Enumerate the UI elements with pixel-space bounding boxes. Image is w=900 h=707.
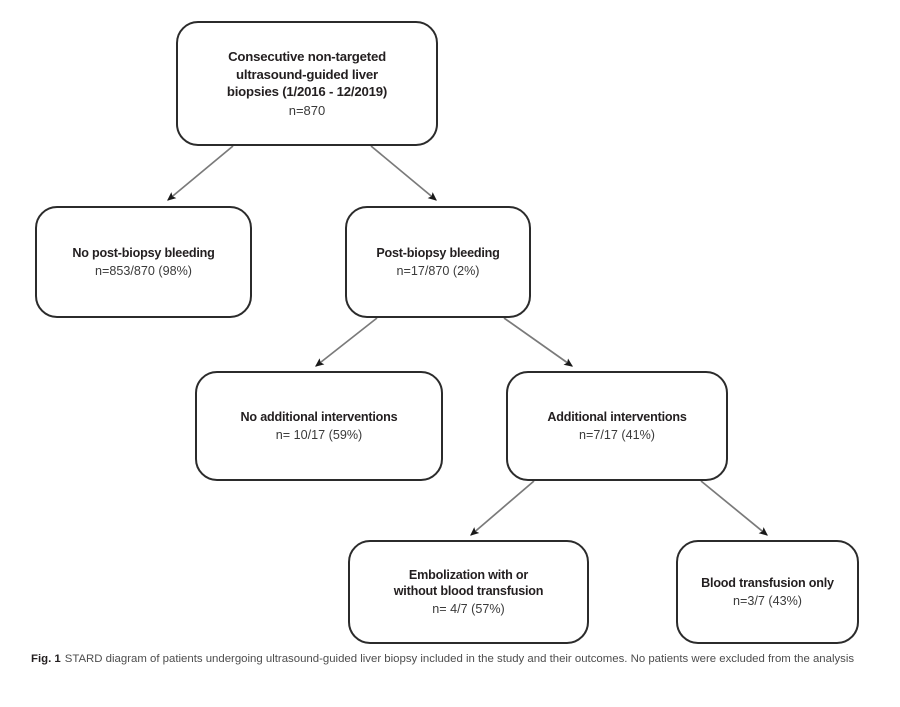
node-no-intervention-count: n= 10/17 (59%) bbox=[275, 427, 363, 442]
edge-cohort-to-no-bleeding bbox=[167, 145, 234, 201]
node-bleeding-title: Post-biopsy bleeding bbox=[376, 245, 500, 260]
node-cohort: Consecutive non-targeted ultrasound-guid… bbox=[176, 21, 438, 146]
node-bleeding-count: n=17/870 (2%) bbox=[396, 263, 480, 278]
node-no-intervention: No additional interventions n= 10/17 (59… bbox=[195, 371, 443, 481]
node-no-bleeding: No post-biopsy bleeding n=853/870 (98%) bbox=[35, 206, 252, 318]
node-transfusion: Blood transfusion only n=3/7 (43%) bbox=[676, 540, 859, 644]
figure-caption-label: Fig. 1 bbox=[31, 653, 61, 665]
edge-bleeding-to-no-intervention bbox=[315, 317, 378, 367]
edge-intervention-to-transfusion bbox=[700, 480, 768, 536]
node-embolization: Embolization with or without blood trans… bbox=[348, 540, 589, 644]
node-embolization-count: n= 4/7 (57%) bbox=[432, 601, 505, 616]
node-transfusion-title: Blood transfusion only bbox=[701, 575, 834, 590]
node-no-bleeding-count: n=853/870 (98%) bbox=[95, 263, 192, 278]
edge-intervention-to-embolization bbox=[470, 480, 535, 536]
edge-cohort-to-bleeding bbox=[370, 145, 437, 201]
node-transfusion-count: n=3/7 (43%) bbox=[733, 593, 802, 608]
edge-bleeding-to-intervention bbox=[503, 317, 574, 367]
node-no-bleeding-title: No post-biopsy bleeding bbox=[72, 245, 215, 260]
node-cohort-count: n=870 bbox=[288, 102, 326, 118]
node-cohort-title: Consecutive non-targeted ultrasound-guid… bbox=[226, 49, 388, 100]
node-intervention-count: n=7/17 (41%) bbox=[579, 427, 655, 442]
node-bleeding: Post-biopsy bleeding n=17/870 (2%) bbox=[345, 206, 531, 318]
node-intervention: Additional interventions n=7/17 (41%) bbox=[506, 371, 728, 481]
node-intervention-title: Additional interventions bbox=[547, 409, 687, 424]
figure-caption-text: STARD diagram of patients undergoing ult… bbox=[64, 653, 855, 665]
node-no-intervention-title: No additional interventions bbox=[240, 409, 398, 424]
node-embolization-title: Embolization with or without blood trans… bbox=[393, 567, 544, 599]
